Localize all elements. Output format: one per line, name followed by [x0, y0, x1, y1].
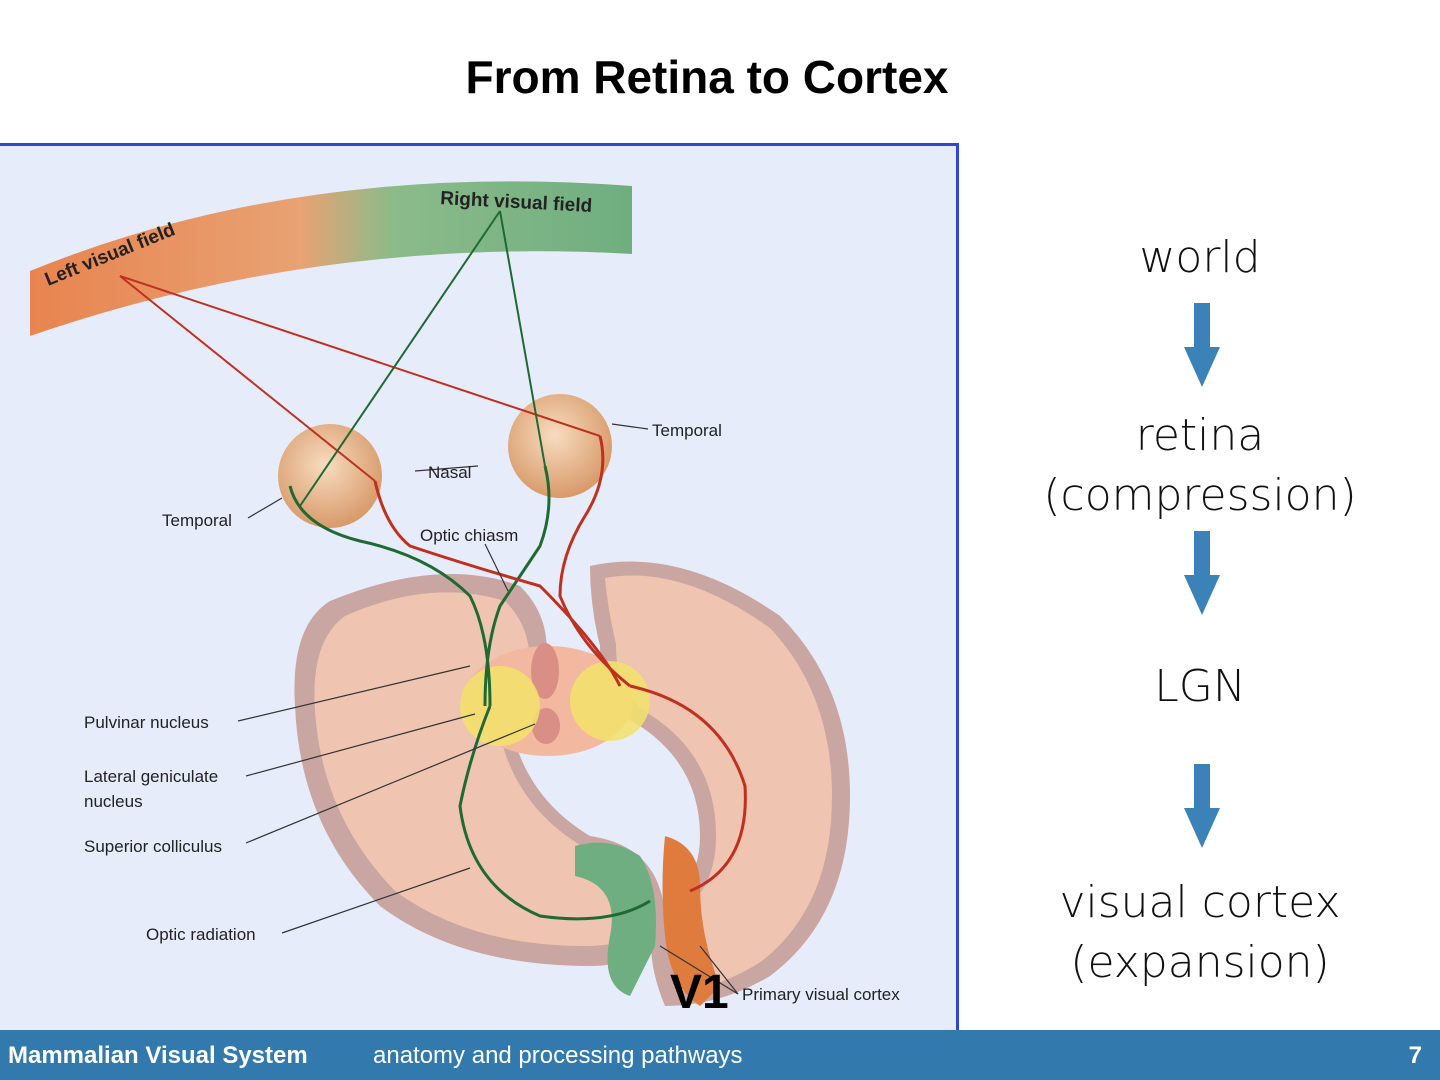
temporal-left-label: Temporal [162, 511, 232, 530]
flow-step-lgn: LGN [1154, 661, 1246, 712]
primary-visual-cortex-label: Primary visual cortex [742, 985, 900, 1004]
page-number: 7 [1408, 1042, 1422, 1069]
flow-step-visual-cortex-note: (expansion) [1070, 937, 1330, 988]
visual-pathway-figure: Left visual field Right visual field [0, 143, 959, 1030]
v1-left-hemisphere [575, 842, 656, 996]
visual-field-arc [30, 181, 632, 336]
right-lgn [570, 661, 650, 741]
footer-subtitle: anatomy and processing pathways [373, 1042, 743, 1069]
right-eye [508, 394, 612, 498]
v1-label: V1 [670, 966, 729, 1019]
flow-step-retina: retina [1135, 410, 1265, 461]
light-rays [119, 210, 601, 507]
slide-title: From Retina to Cortex [465, 51, 949, 103]
visual-pathway-illustration: Left visual field Right visual field [30, 181, 900, 1006]
lateral-geniculate-label-line2: nucleus [84, 792, 143, 811]
down-arrow-icon [1184, 764, 1220, 848]
flow-step-retina-note: (compression) [1043, 470, 1357, 521]
optic-radiation-label: Optic radiation [146, 925, 256, 944]
leader-lines [237, 423, 739, 995]
optic-chiasm-label: Optic chiasm [420, 526, 518, 545]
footer-title: Mammalian Visual System [8, 1042, 308, 1069]
flow-step-world: world [1139, 232, 1261, 283]
v1-right-hemisphere [662, 836, 720, 1006]
brain-section [294, 561, 850, 1006]
flow-step-visual-cortex: visual cortex [1059, 877, 1341, 928]
down-arrow-icon [1184, 531, 1220, 615]
footer-bar: Mammalian Visual System anatomy and proc… [0, 1030, 1440, 1080]
temporal-right-label: Temporal [652, 421, 722, 440]
left-lgn [460, 666, 540, 746]
pulvinar-nucleus-label: Pulvinar nucleus [84, 713, 209, 732]
nasal-label: Nasal [428, 463, 471, 482]
optic-pathways [288, 435, 747, 921]
lateral-geniculate-label-line1: Lateral geniculate [84, 767, 218, 786]
superior-colliculus-label: Superior colliculus [84, 837, 222, 856]
left-eye [278, 424, 382, 528]
down-arrow-icon [1184, 303, 1220, 387]
